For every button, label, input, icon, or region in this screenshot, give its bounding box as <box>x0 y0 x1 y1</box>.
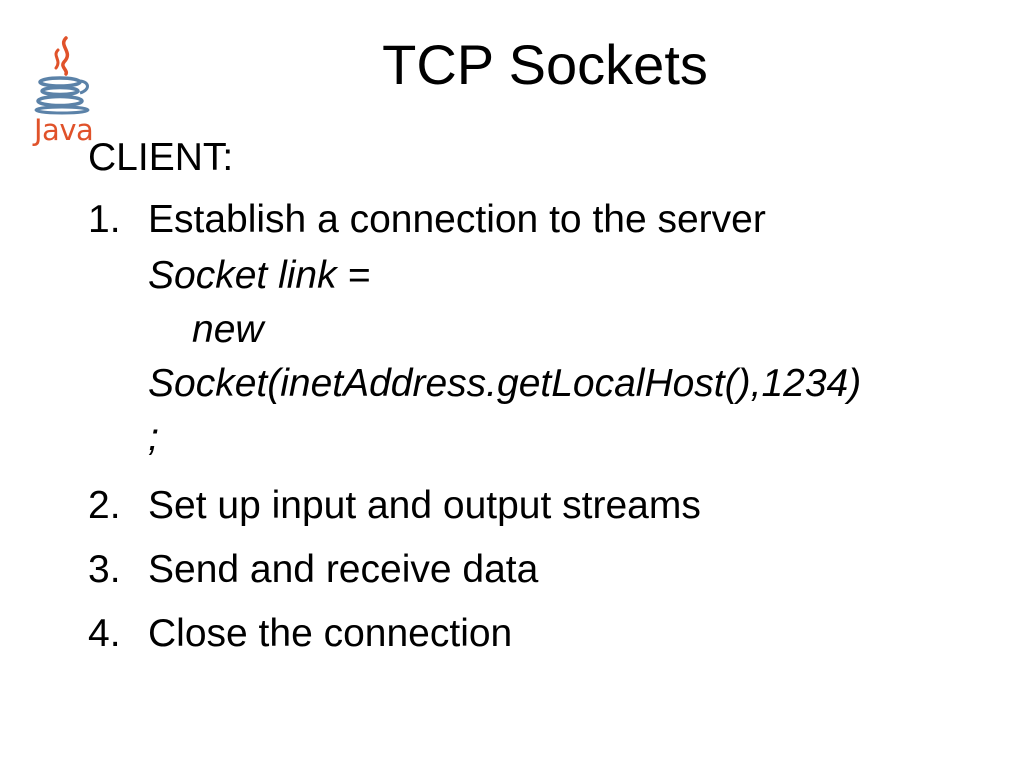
java-wordmark: Java <box>34 113 94 147</box>
java-logo: Java <box>28 36 98 156</box>
java-coffee-cup-icon <box>34 36 90 115</box>
slide-title: TCP Sockets <box>382 33 708 96</box>
code-line-1: Socket link = <box>148 254 371 297</box>
step-text-1: Establish a connection to the server <box>148 198 766 241</box>
code-line-2: new <box>192 308 264 351</box>
step-text-3: Send and receive data <box>148 548 539 591</box>
code-line-4: ; <box>148 416 159 459</box>
step-number-3: 3. <box>88 548 121 591</box>
step-text-2: Set up input and output streams <box>148 484 701 527</box>
step-number-1: 1. <box>88 198 121 241</box>
code-line-3: Socket(inetAddress.getLocalHost(),1234) <box>148 362 862 405</box>
step-number-4: 4. <box>88 612 121 655</box>
step-number-2: 2. <box>88 484 121 527</box>
client-heading: CLIENT: <box>88 136 234 179</box>
step-text-4: Close the connection <box>148 612 513 655</box>
